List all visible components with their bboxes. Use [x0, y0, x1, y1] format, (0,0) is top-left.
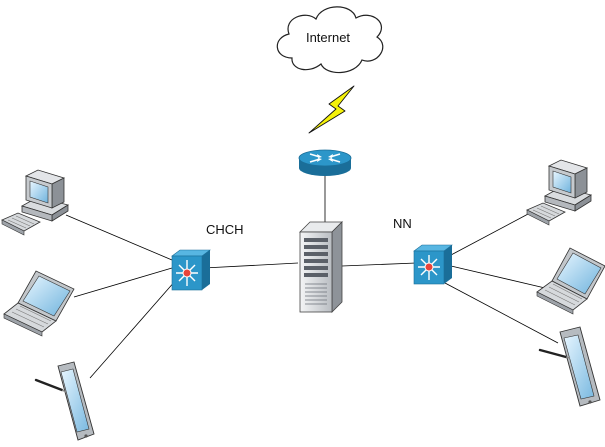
link-chch-laptop: [73, 267, 173, 298]
multilayer-switch-icon: [413, 244, 453, 285]
router: [298, 149, 352, 176]
tablet-with-stylus-icon: [34, 361, 95, 441]
server-tower-icon: [299, 221, 343, 313]
cloud-label: Internet: [306, 30, 350, 45]
server: [299, 221, 343, 313]
link-server-nn: [341, 262, 417, 267]
left-tablet: [34, 361, 95, 441]
left-desktop: [1, 169, 69, 236]
link-nn-tablet: [444, 282, 559, 344]
multilayer-switch-icon: [171, 249, 211, 291]
switch-label-nn: NN: [393, 216, 412, 231]
link-chch-tablet: [89, 279, 177, 379]
switch-chch: CHCH: [171, 222, 244, 291]
desktop-computer-icon: [526, 159, 592, 226]
internet-cloud: Internet: [276, 6, 384, 74]
link-chch-server: [203, 262, 299, 269]
link-chch-desktop: [65, 214, 173, 261]
tablet-with-stylus-icon: [538, 326, 601, 407]
laptop-icon: [3, 270, 75, 337]
cloud-icon: [276, 6, 384, 74]
lightning-bolt-icon: [308, 85, 355, 134]
laptop-icon: [536, 247, 605, 315]
right-tablet: [538, 326, 601, 407]
link-nn-laptop: [450, 265, 546, 289]
connection-lines: [65, 176, 559, 379]
router-icon: [298, 149, 352, 176]
right-desktop: [526, 159, 592, 226]
switch-nn: NN: [393, 216, 453, 285]
switch-label-chch: CHCH: [206, 222, 244, 237]
right-laptop: [536, 247, 605, 315]
left-laptop: [3, 270, 75, 337]
desktop-computer-icon: [1, 169, 69, 236]
